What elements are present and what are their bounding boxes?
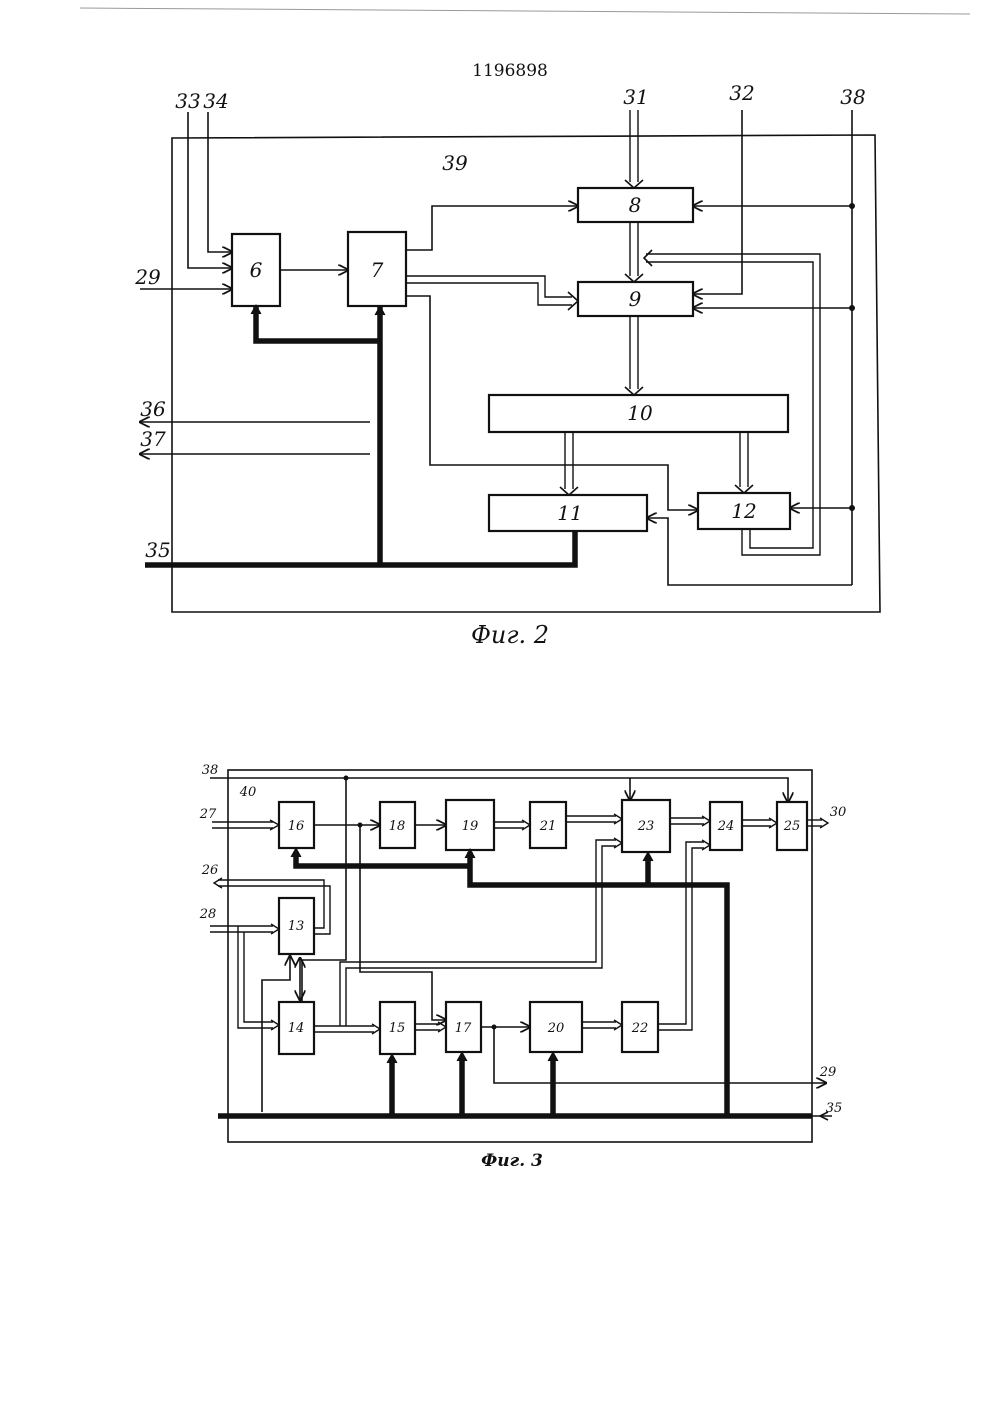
fig2-block-12: 12	[698, 493, 790, 529]
fig3-block-18: 18	[380, 802, 415, 848]
fig3-block-14: 14	[279, 1002, 314, 1054]
svg-text:38: 38	[840, 85, 865, 109]
fig2-frame-label: 39	[442, 151, 468, 175]
figure-2: 39 6 7 8 9 10 11 12	[134, 81, 880, 649]
svg-text:22: 22	[631, 1021, 649, 1036]
fig2-block-9: 9	[578, 282, 693, 316]
svg-text:34: 34	[203, 89, 228, 113]
svg-text:30: 30	[830, 805, 847, 820]
svg-text:7: 7	[371, 258, 384, 282]
fig3-block-16: 16	[279, 802, 314, 848]
svg-text:17: 17	[455, 1021, 472, 1036]
svg-text:23: 23	[637, 819, 655, 834]
fig3-block-21: 21	[530, 802, 566, 848]
svg-text:36: 36	[140, 397, 166, 421]
fig2-caption: Фиг. 2	[471, 621, 549, 649]
fig2-block-10: 10	[489, 395, 788, 432]
svg-text:9: 9	[629, 287, 642, 311]
fig3-block-24: 24	[710, 802, 742, 850]
svg-text:11: 11	[557, 501, 582, 525]
svg-text:20: 20	[547, 1021, 565, 1036]
figure-3: 40 16 18 19 21 23 24 25 13 14 15 17 20 2…	[199, 763, 847, 1171]
svg-text:24: 24	[717, 819, 735, 834]
svg-text:6: 6	[250, 258, 263, 282]
svg-text:35: 35	[826, 1101, 843, 1116]
svg-text:29: 29	[134, 265, 161, 289]
svg-text:31: 31	[623, 85, 648, 109]
svg-text:15: 15	[389, 1021, 406, 1036]
svg-text:18: 18	[389, 819, 406, 834]
fig3-block-19: 19	[446, 800, 494, 850]
fig3-block-15: 15	[380, 1002, 415, 1054]
svg-text:33: 33	[175, 89, 200, 113]
svg-text:19: 19	[462, 819, 479, 834]
svg-text:35: 35	[145, 538, 170, 562]
svg-text:37: 37	[140, 427, 166, 451]
svg-text:28: 28	[199, 907, 217, 922]
fig2-block-11: 11	[489, 495, 647, 531]
fig3-block-25: 25	[777, 802, 807, 850]
svg-text:27: 27	[199, 807, 217, 822]
fig3-block-17: 17	[446, 1002, 481, 1052]
fig2-block-8: 8	[578, 188, 693, 222]
svg-text:29: 29	[819, 1065, 837, 1080]
svg-text:21: 21	[539, 819, 557, 834]
fig2-block-6: 6	[232, 234, 280, 306]
fig2-block-7: 7	[348, 232, 406, 306]
fig3-caption: Фиг. 3	[481, 1151, 543, 1171]
svg-text:16: 16	[288, 819, 305, 834]
fig3-block-22: 22	[622, 1002, 658, 1052]
svg-text:38: 38	[202, 763, 219, 778]
svg-text:13: 13	[288, 919, 305, 934]
patent-number: 1196898	[472, 61, 548, 81]
svg-text:14: 14	[288, 1021, 305, 1036]
fig3-block-13: 13	[279, 898, 314, 954]
svg-text:8: 8	[629, 193, 642, 217]
svg-text:10: 10	[627, 401, 653, 425]
fig3-frame-label: 40	[239, 785, 257, 800]
svg-text:26: 26	[201, 863, 219, 878]
svg-text:12: 12	[731, 499, 756, 523]
svg-text:32: 32	[729, 81, 754, 105]
svg-text:25: 25	[783, 819, 801, 834]
fig3-block-23: 23	[622, 800, 670, 852]
fig3-block-20: 20	[530, 1002, 582, 1052]
